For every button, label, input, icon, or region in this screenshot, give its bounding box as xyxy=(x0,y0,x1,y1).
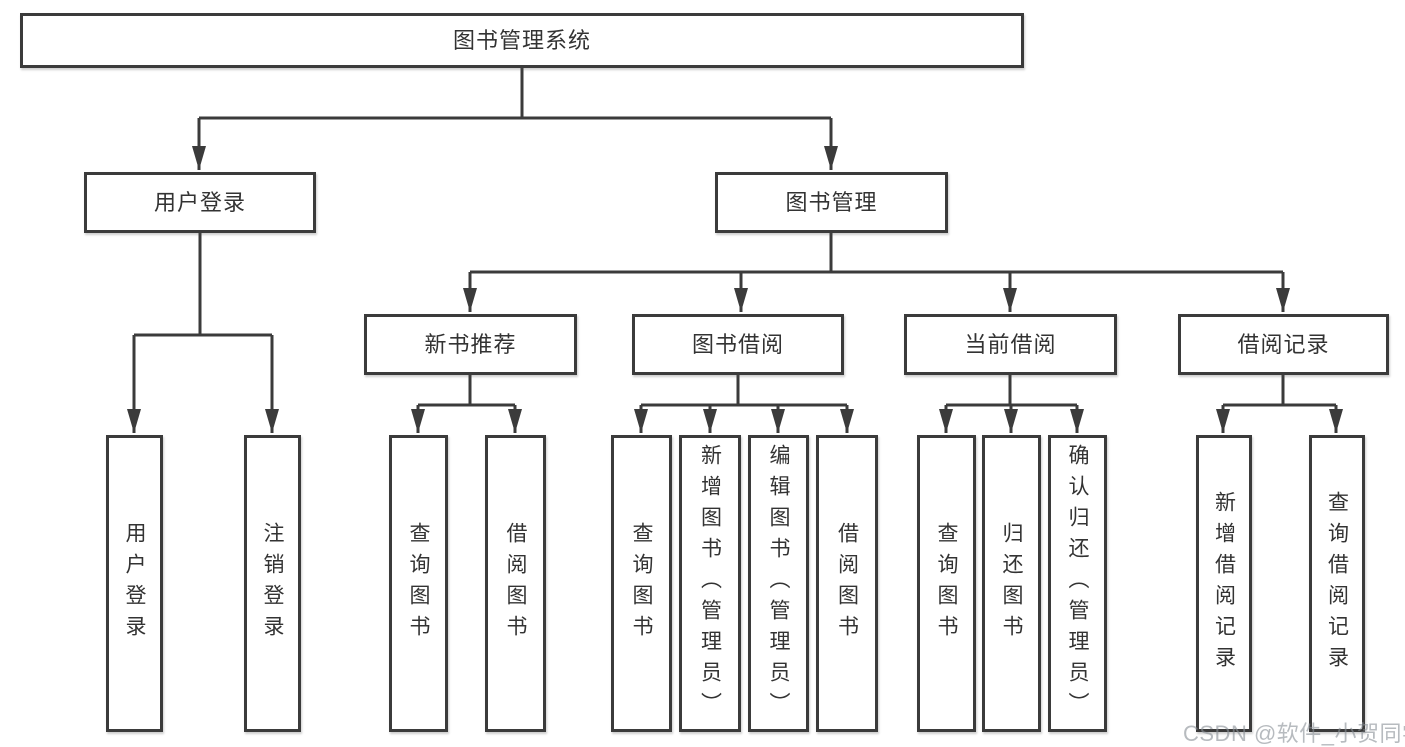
node-label: 当前借阅 xyxy=(964,331,1057,357)
leaf-return-books: 归还图书 xyxy=(982,435,1041,732)
leaf-label: 新增图书（管理员） xyxy=(698,444,722,723)
leaf-label: 编辑图书（管理员） xyxy=(767,444,790,723)
leaf-add-books-admin: 新增图书（管理员） xyxy=(679,435,741,732)
leaf-label: 查询图书 xyxy=(630,521,653,646)
node-label: 借阅记录 xyxy=(1237,331,1330,357)
leaf-label: 查询图书 xyxy=(935,521,958,646)
leaf-label: 确认归还（管理员） xyxy=(1066,444,1089,723)
leaf-label: 新增借阅记录 xyxy=(1212,490,1236,677)
node-label: 图书管理 xyxy=(785,189,878,215)
node-label: 图书管理系统 xyxy=(452,27,591,53)
leaf-label: 归还图书 xyxy=(1000,521,1023,646)
leaf-confirm-return-admin: 确认归还（管理员） xyxy=(1048,435,1107,732)
csdn-watermark: CSDN @软件_小贺同学 xyxy=(1183,721,1405,746)
leaf-label: 借阅图书 xyxy=(504,521,527,646)
leaf-user-login: 用户登录 xyxy=(106,435,163,732)
leaf-label: 用户登录 xyxy=(123,521,146,646)
node-new-book-recommend: 新书推荐 xyxy=(364,314,577,375)
leaf-label: 查询借阅记录 xyxy=(1325,490,1349,677)
leaf-query-books: 查询图书 xyxy=(389,435,448,732)
leaf-borrow-books: 借阅图书 xyxy=(816,435,878,732)
node-label: 图书借阅 xyxy=(691,331,784,357)
node-label: 用户登录 xyxy=(153,189,246,215)
leaf-borrow-books: 借阅图书 xyxy=(485,435,546,732)
node-book-borrow: 图书借阅 xyxy=(632,314,844,375)
leaf-query-books: 查询图书 xyxy=(611,435,672,732)
leaf-label: 注销登录 xyxy=(261,521,284,646)
leaf-edit-books-admin: 编辑图书（管理员） xyxy=(748,435,809,732)
leaf-query-books: 查询图书 xyxy=(917,435,976,732)
leaf-label: 借阅图书 xyxy=(835,521,859,646)
leaf-label: 查询图书 xyxy=(407,521,430,646)
leaf-add-borrow-record: 新增借阅记录 xyxy=(1196,435,1252,732)
node-book-management: 图书管理 xyxy=(715,172,948,233)
leaf-query-borrow-record: 查询借阅记录 xyxy=(1309,435,1365,732)
node-current-borrow: 当前借阅 xyxy=(904,314,1117,375)
node-library-management-system: 图书管理系统 xyxy=(20,13,1024,68)
node-borrow-records: 借阅记录 xyxy=(1178,314,1389,375)
node-label: 新书推荐 xyxy=(424,331,517,357)
leaf-logout: 注销登录 xyxy=(244,435,301,732)
node-user-login: 用户登录 xyxy=(84,172,316,233)
